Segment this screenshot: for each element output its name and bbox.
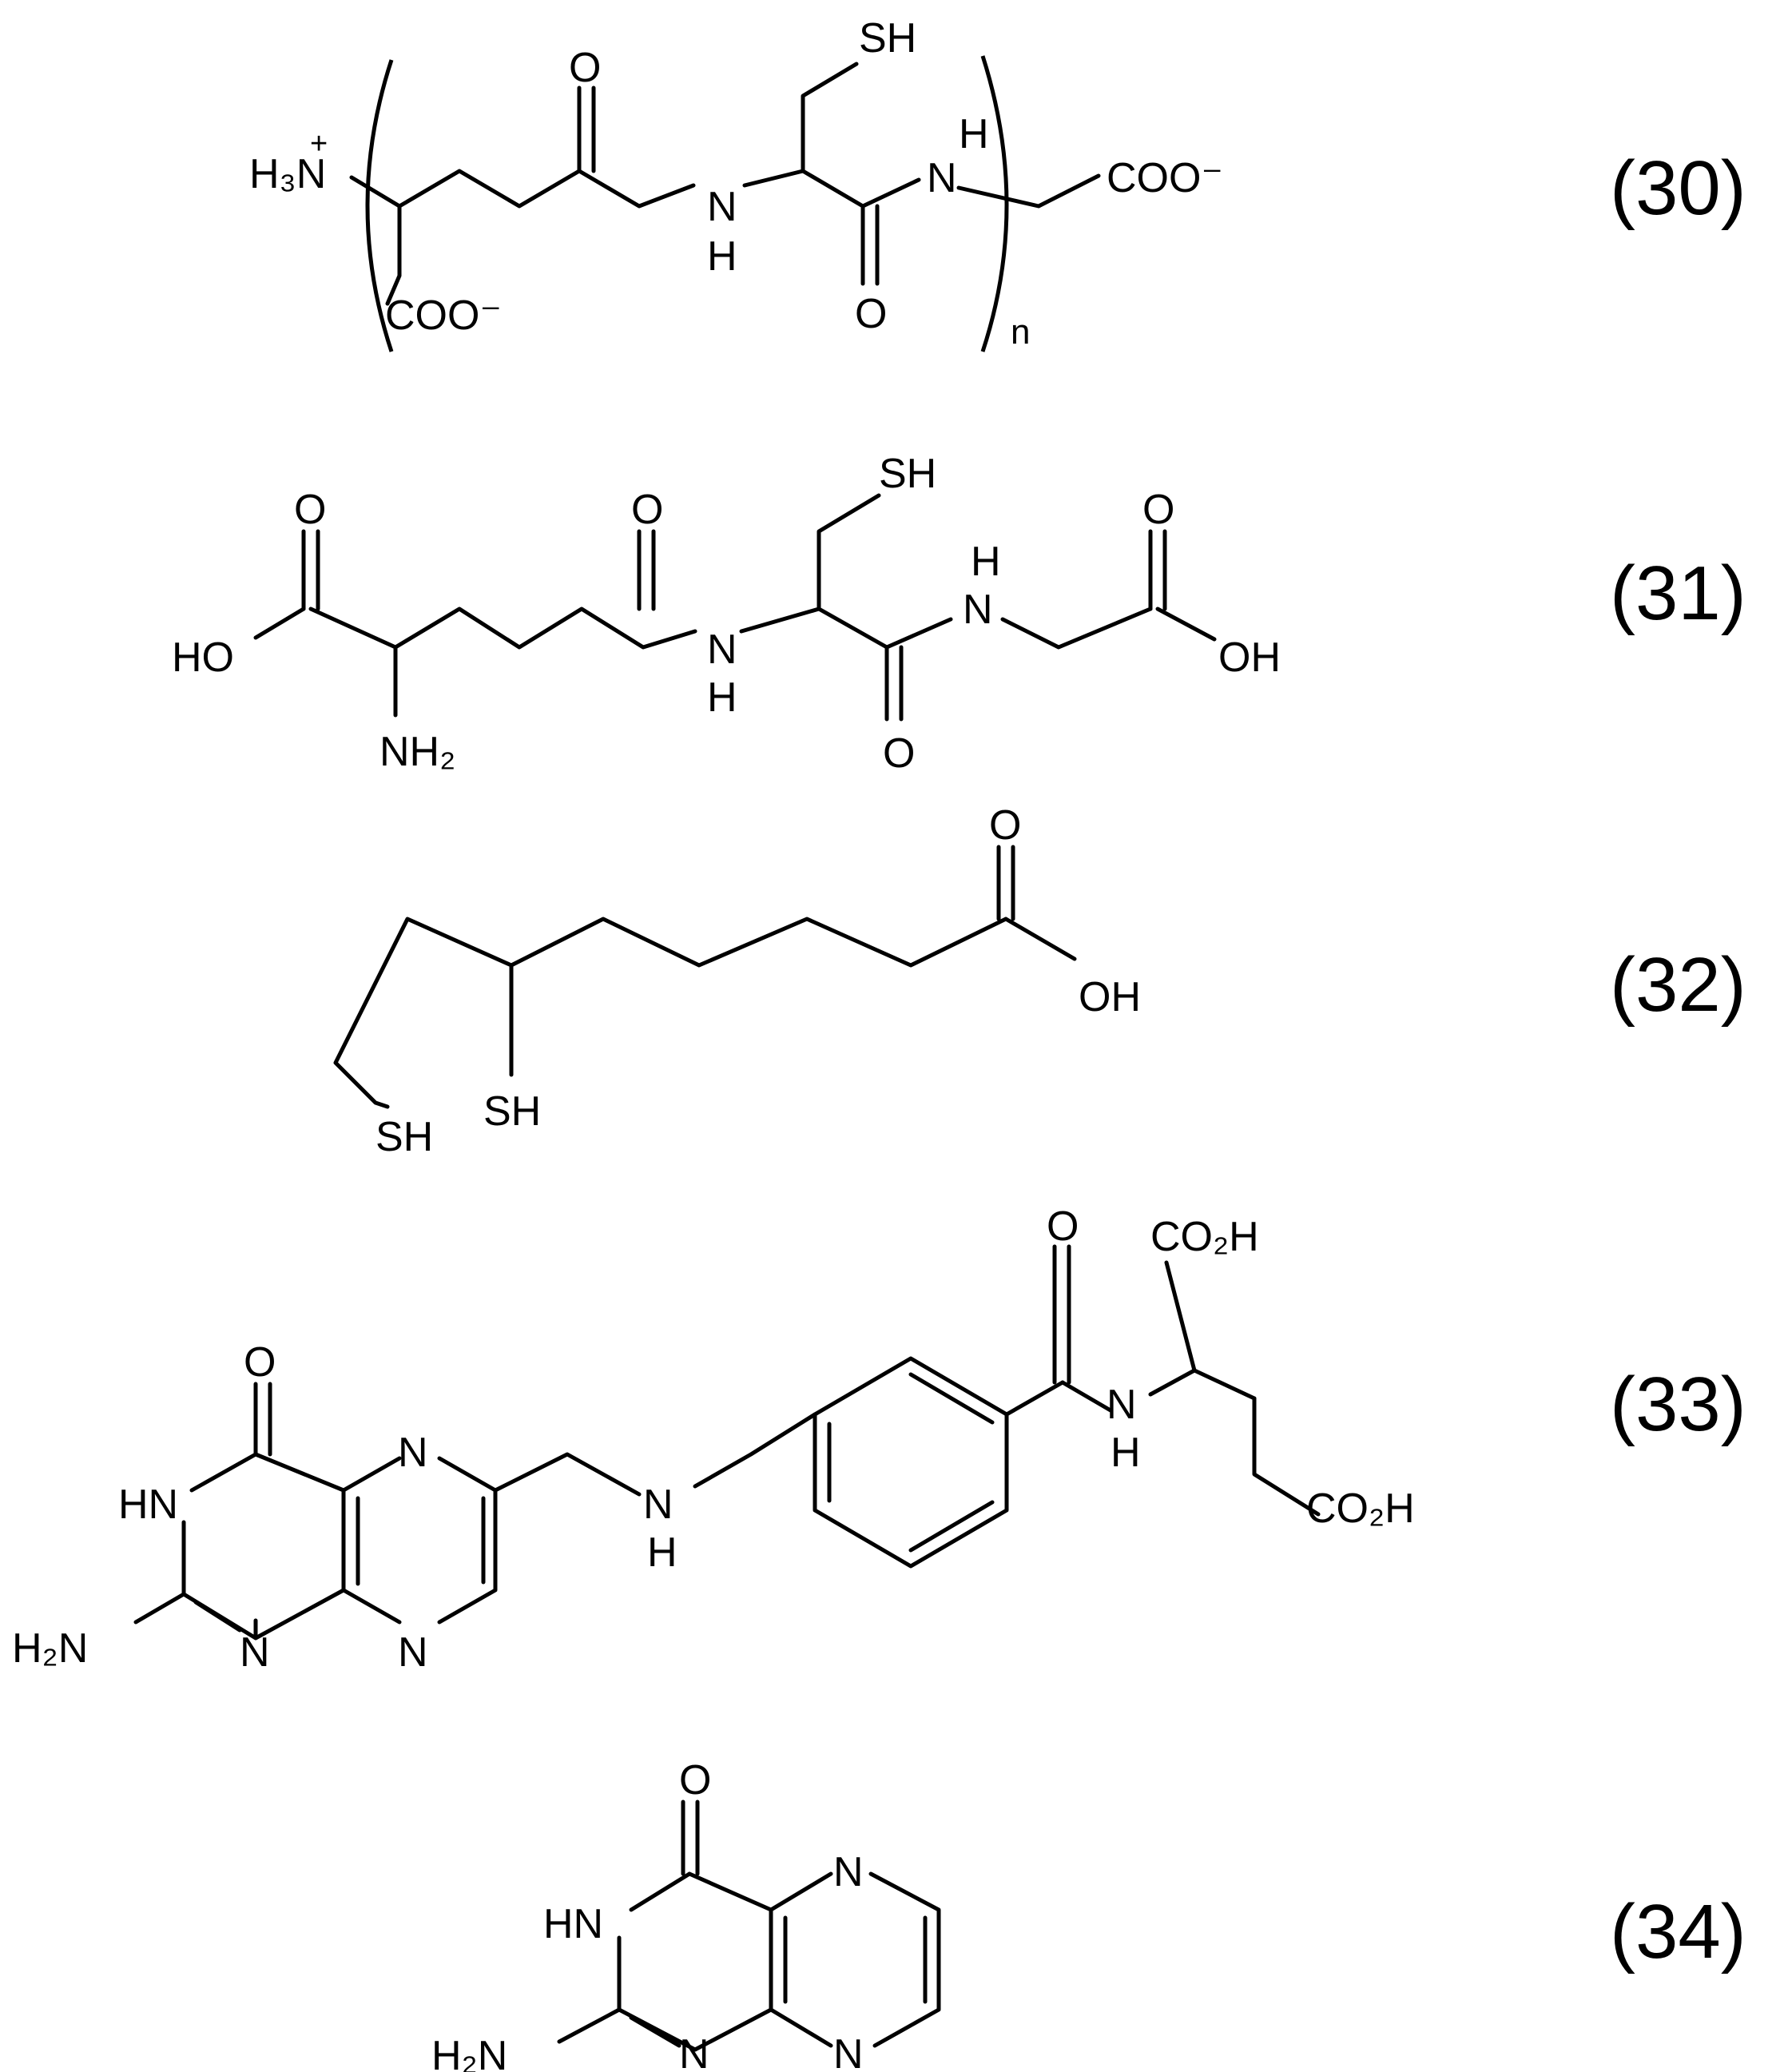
equation-number: (31): [1610, 551, 1746, 636]
atom-label: H: [647, 1529, 677, 1576]
equation-number: (34): [1610, 1889, 1746, 1975]
atom-label: N: [707, 626, 737, 673]
atom-label: H: [971, 539, 1001, 585]
structure-31-labels: O HO NH₂ O N H SH O H N O OH: [172, 451, 1281, 777]
atom-label: O: [244, 1339, 276, 1386]
atom-label: SH: [375, 1114, 433, 1160]
structure-30: H₃N + COO⁻ O N H SH O H N COO⁻ n (30): [249, 15, 1746, 352]
atom-label: N: [927, 155, 957, 201]
atom-label: H: [707, 233, 737, 280]
atom-label: SH: [859, 15, 916, 62]
structure-34-labels: O HN H₂N N N N: [431, 1757, 864, 2072]
atom-label: CO₂H: [1150, 1214, 1259, 1260]
atom-label: N: [679, 2031, 709, 2072]
atom-label: HN: [543, 1901, 603, 1947]
charge-plus: +: [310, 127, 328, 161]
atom-label: CO₂H: [1306, 1485, 1415, 1532]
structure-32: O OH SH SH (32): [333, 802, 1746, 1160]
structure-30-labels: H₃N + COO⁻ O N H SH O H N COO⁻ n: [249, 15, 1223, 352]
atom-label: N: [398, 1629, 428, 1676]
atom-label: HN: [118, 1481, 178, 1528]
atom-label: N: [1107, 1382, 1137, 1428]
atom-label: O: [679, 1757, 711, 1804]
atom-label: O: [883, 730, 915, 777]
structure-33-labels: O HN H₂N N N N N H O N H CO₂H CO₂H: [12, 1203, 1415, 1676]
atom-label: O: [294, 487, 326, 533]
atom-label: N: [240, 1629, 270, 1676]
equation-number: (33): [1610, 1362, 1746, 1447]
atom-label: N: [643, 1481, 673, 1528]
atom-label: H: [959, 111, 989, 157]
atom-label: COO⁻: [385, 292, 502, 339]
equation-number: (30): [1610, 145, 1746, 231]
atom-label: SH: [879, 451, 936, 497]
atom-label: H: [707, 674, 737, 721]
atom-label: NH₂: [379, 729, 455, 775]
atom-label: O: [855, 291, 887, 337]
atom-label: N: [833, 2031, 864, 2072]
repeat-subscript: n: [1011, 312, 1030, 352]
atom-label: O: [1047, 1203, 1079, 1250]
atom-label: H: [1111, 1430, 1141, 1476]
atom-label: OH: [1218, 634, 1281, 681]
atom-label: HO: [172, 634, 234, 681]
atom-label: H₂N: [431, 2033, 507, 2072]
atom-label: H₃N: [249, 151, 326, 197]
structure-34: O HN H₂N N N N (34): [431, 1757, 1746, 2072]
structure-34-bonds: [557, 1800, 941, 2052]
structure-32-labels: O OH SH SH: [375, 802, 1141, 1160]
structure-31-bonds: [253, 493, 1217, 722]
atom-label: N: [398, 1430, 428, 1476]
atom-label: O: [569, 45, 601, 91]
atom-label: COO⁻: [1107, 155, 1223, 201]
atom-label: SH: [483, 1088, 541, 1135]
atom-label: H₂N: [12, 1625, 88, 1672]
atom-label: N: [833, 1849, 864, 1895]
structure-30-bonds: [349, 55, 1101, 352]
atom-label: O: [631, 487, 663, 533]
atom-label: N: [707, 184, 737, 230]
atom-label: O: [1142, 487, 1174, 533]
structure-31: O HO NH₂ O N H SH O H N O OH (31): [172, 451, 1746, 777]
atom-label: O: [989, 802, 1021, 849]
atom-label: OH: [1079, 974, 1141, 1020]
structure-33-bonds: [133, 1244, 1321, 1640]
equation-number: (32): [1610, 942, 1746, 1028]
structure-33: O HN H₂N N N N N H O N H CO₂H CO₂H (33): [12, 1203, 1746, 1676]
atom-label: N: [963, 587, 993, 633]
structure-32-bonds: [333, 845, 1077, 1109]
